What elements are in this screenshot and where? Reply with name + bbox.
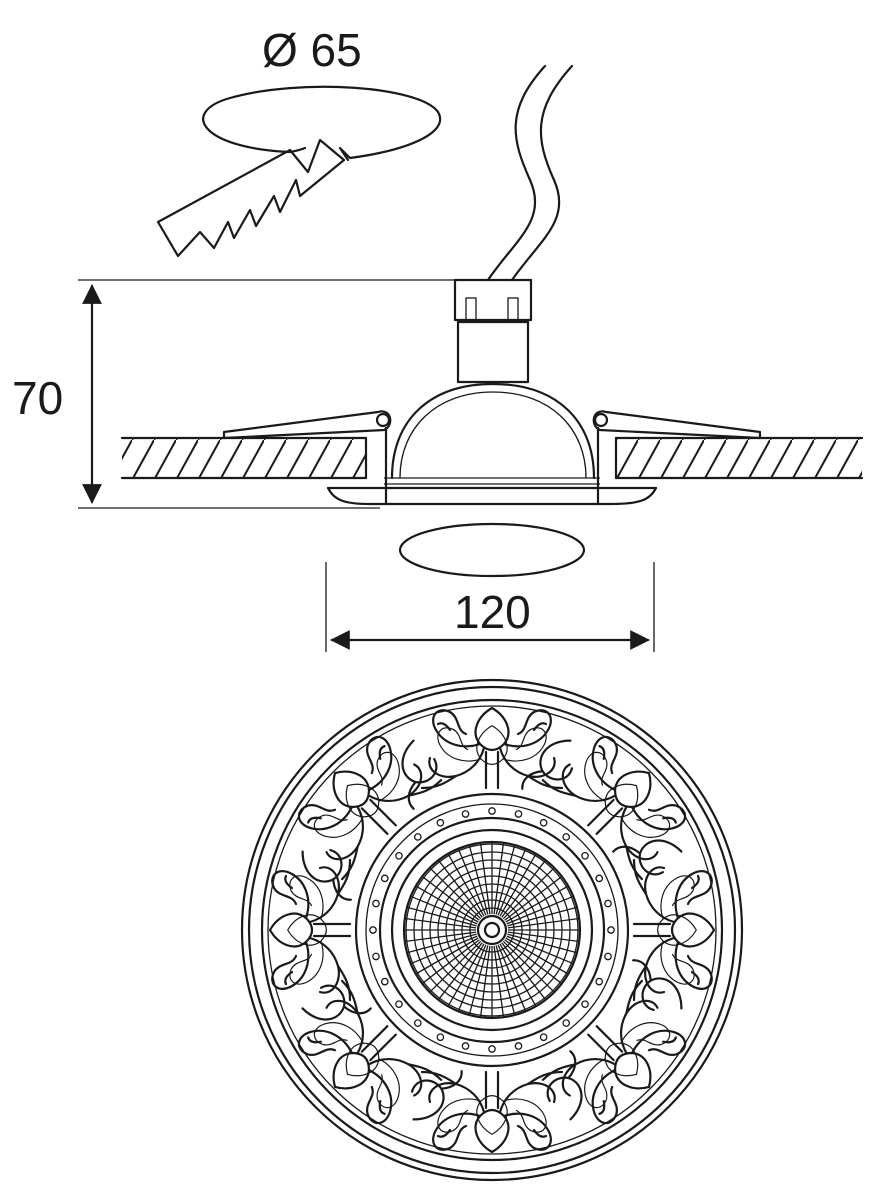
height-dimension: 70 <box>12 279 455 509</box>
saw-icon <box>156 138 346 258</box>
power-cable <box>486 64 574 282</box>
cutout-ring <box>202 85 442 162</box>
ceiling-section <box>120 436 864 480</box>
lamp-center <box>476 914 508 946</box>
baroque-ornament <box>268 706 716 1154</box>
cutout-diameter-group: Ø 65 <box>202 24 442 162</box>
rivet-ring <box>369 807 615 1053</box>
cutout-diameter-label: Ø 65 <box>262 24 362 76</box>
width-label: 120 <box>454 586 531 638</box>
width-dimension: 120 <box>325 562 655 652</box>
luminaire-side-view <box>222 278 762 578</box>
light-opening <box>398 522 586 578</box>
height-label: 70 <box>12 372 63 424</box>
reflector-grid <box>404 842 580 1018</box>
luminaire-front-view <box>240 678 744 1182</box>
